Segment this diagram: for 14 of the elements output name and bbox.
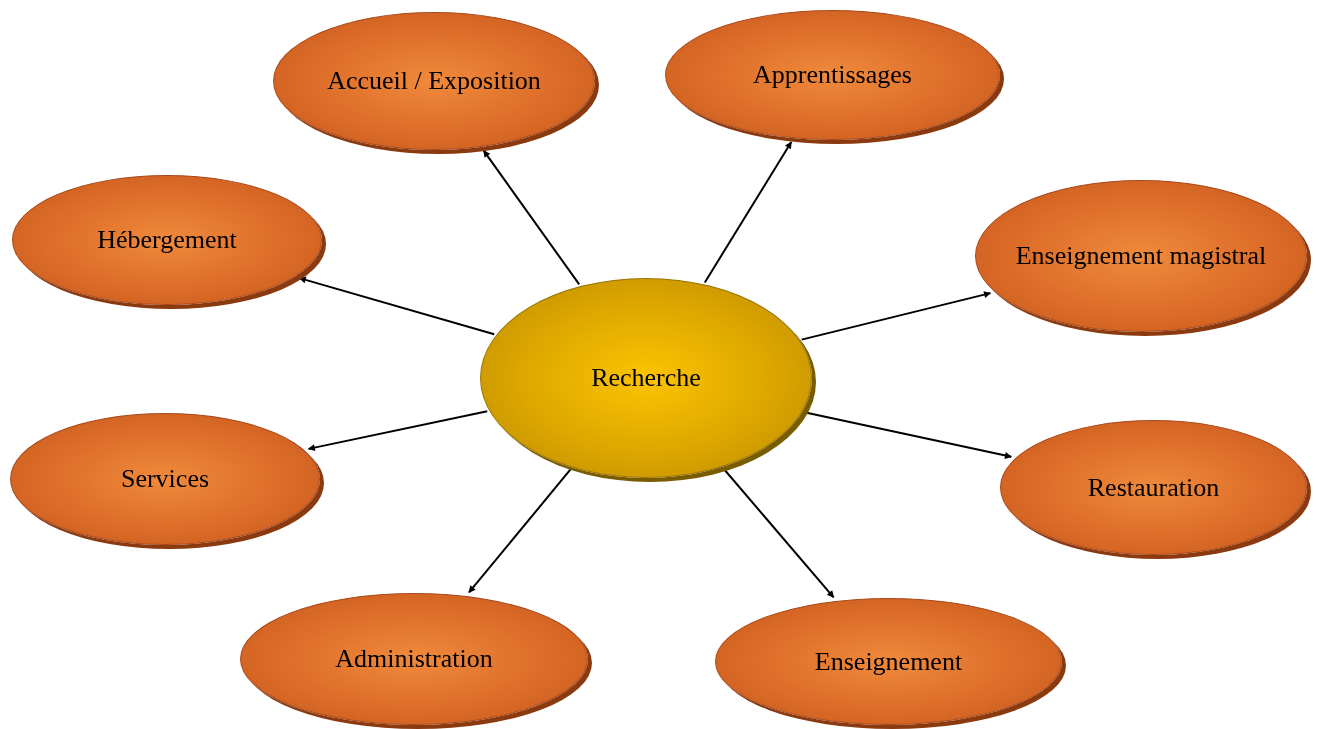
node-label: Apprentissages — [753, 59, 912, 91]
node-label: Accueil / Exposition — [327, 65, 541, 97]
node-label: Restauration — [1087, 471, 1220, 504]
node-label: Enseignement — [814, 645, 963, 678]
arrow — [307, 410, 489, 451]
arrow — [482, 149, 581, 286]
arrow — [703, 141, 793, 284]
node-label: Recherche — [591, 362, 701, 394]
node-label: Services — [120, 463, 210, 495]
arrow — [800, 291, 992, 341]
node-label: Administration — [335, 643, 493, 675]
node-label: Hébergement — [97, 224, 237, 256]
node-label: Enseignement magistral — [1015, 240, 1267, 272]
arrow — [467, 468, 572, 594]
